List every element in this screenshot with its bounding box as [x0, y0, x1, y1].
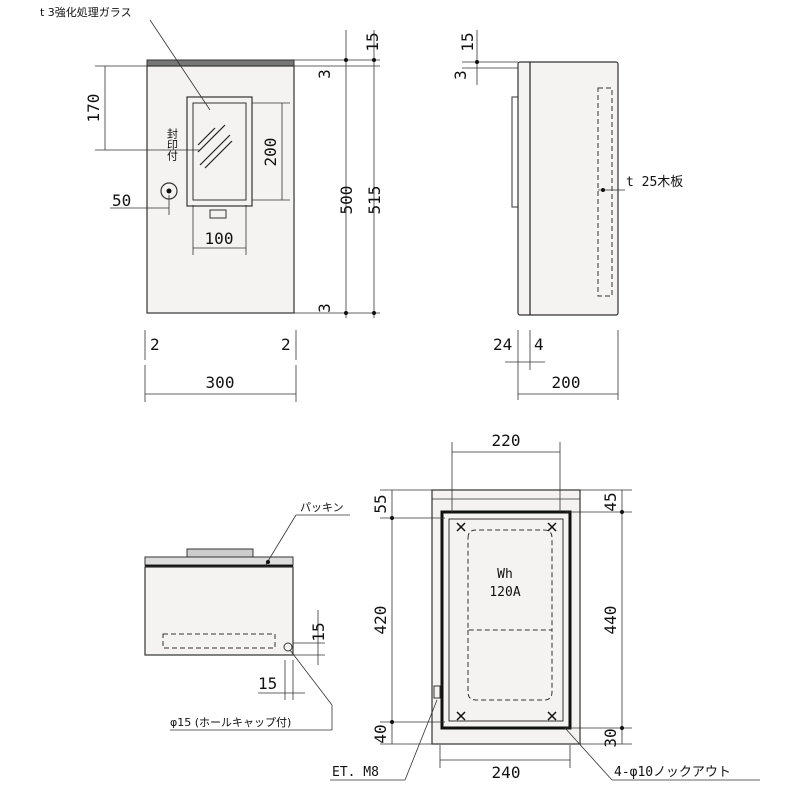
front-top-lid: [146, 59, 295, 67]
back-dim-420: 420: [371, 606, 390, 635]
front-view: t 3強化処理ガラス 封印付 170 200 50 100 2 2 300: [40, 5, 384, 402]
back-meter-outline: [467, 529, 553, 631]
back-outer: [431, 489, 581, 745]
bottom-dim-15-h: 15: [258, 674, 277, 693]
dim-515: 515: [365, 186, 384, 215]
back-dim-30: 30: [601, 728, 620, 747]
side-dim-200: 200: [552, 373, 581, 392]
dim-50: 50: [112, 191, 131, 210]
back-view: Wh 120A 220 240 55 420 40: [330, 431, 760, 782]
back-knockout-label: 4-φ10ノックアウト: [614, 765, 731, 780]
side-dim-24: 24: [493, 335, 512, 354]
dim-side-right: 2: [281, 335, 291, 354]
side-view: t 25木板 15 3 24 4 200: [451, 30, 683, 400]
meter-label-wh: Wh: [497, 567, 513, 582]
knockout-marks: [456, 522, 557, 721]
bottom-lid: [186, 548, 254, 558]
dim-bottom-3: 3: [315, 303, 334, 313]
seal-label: 封印付: [166, 127, 179, 162]
back-dim-220: 220: [492, 431, 521, 450]
front-window-glass: [192, 102, 247, 201]
back-inner: [448, 518, 564, 722]
back-dim-55: 55: [371, 494, 390, 513]
earth-terminal: [433, 685, 441, 699]
side-dim-4: 4: [534, 335, 544, 354]
glass-label: t 3強化処理ガラス: [40, 5, 132, 19]
dim-side-left: 2: [150, 335, 160, 354]
dim-300: 300: [206, 373, 235, 392]
bottom-knockout-label: φ15 (ホールキャップ付): [170, 716, 291, 729]
back-dim-240: 240: [492, 763, 521, 782]
meter-label-120a: 120A: [489, 585, 520, 600]
back-dim-45: 45: [601, 492, 620, 511]
board-label: t 25木板: [626, 175, 683, 190]
dim-500: 500: [337, 186, 356, 215]
bottom-knockout-hole: [283, 642, 293, 652]
front-handle: [209, 209, 227, 219]
earth-label: ET. M8: [332, 765, 379, 780]
front-body: [146, 65, 295, 314]
side-dim-3: 3: [451, 70, 470, 80]
side-handle: [511, 96, 519, 208]
dim-200: 200: [261, 138, 280, 167]
front-window-frame: [186, 96, 253, 207]
packing-label: パッキン: [300, 501, 344, 514]
bottom-dashed-slot: [162, 633, 276, 649]
bottom-body: [144, 566, 294, 656]
side-board-dashed: [597, 87, 613, 297]
dim-100: 100: [205, 229, 234, 248]
dim-top-15: 15: [363, 32, 382, 51]
dim-170: 170: [84, 94, 103, 123]
back-frame: [440, 510, 572, 730]
dim-top-3: 3: [315, 69, 334, 79]
bottom-view: パッキン 15 15 φ15 (ホールキャップ付): [144, 501, 350, 731]
bottom-top-plate: [144, 556, 294, 566]
side-dim-15: 15: [458, 32, 477, 51]
bottom-dim-15-v: 15: [309, 622, 328, 641]
back-dim-40: 40: [371, 724, 390, 743]
back-dim-440: 440: [601, 606, 620, 635]
